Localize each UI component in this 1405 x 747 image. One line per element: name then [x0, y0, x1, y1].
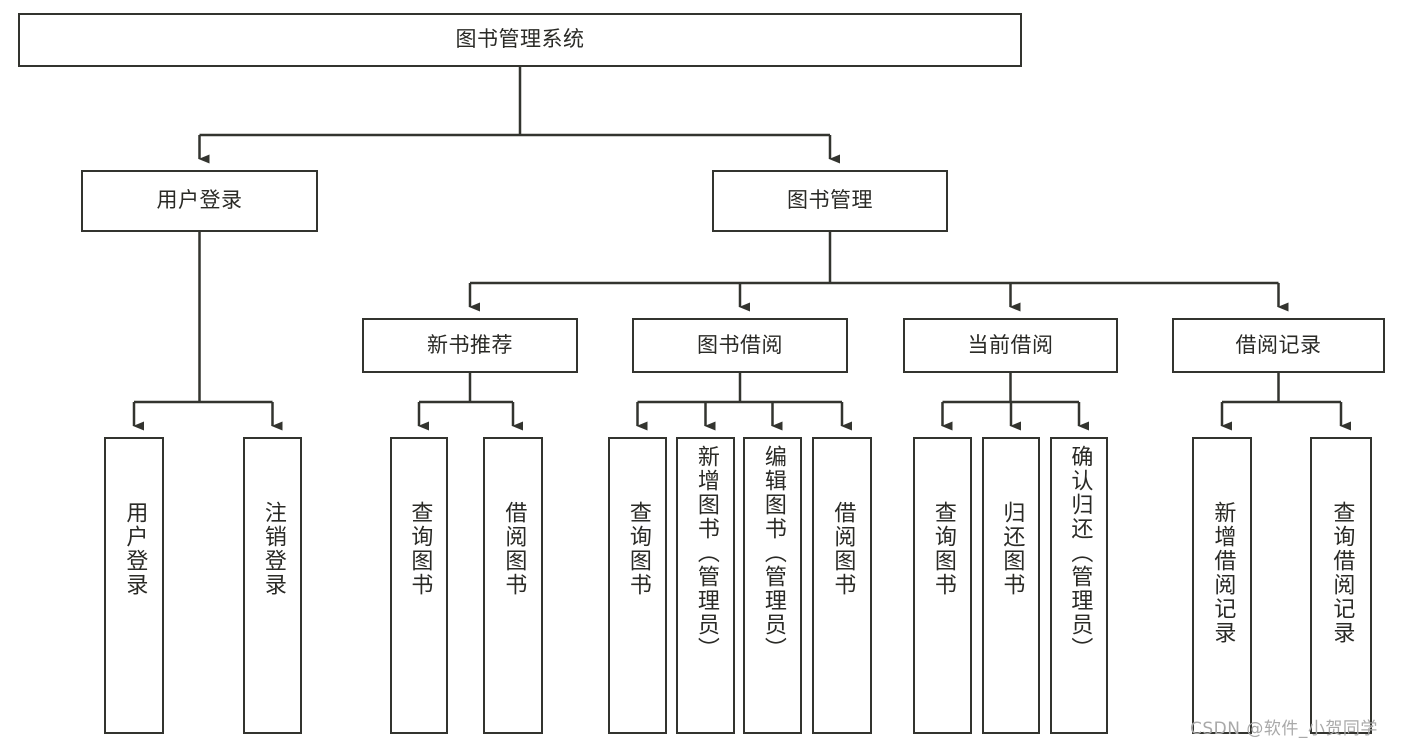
node-l-queryrec[interactable]: 查询借阅记录	[1310, 437, 1372, 734]
node-label: 借阅图书	[501, 501, 527, 597]
node-l-borrow1[interactable]: 借阅图书	[483, 437, 543, 734]
node-newbooks[interactable]: 新书推荐	[362, 318, 578, 373]
node-borrow[interactable]: 图书借阅	[632, 318, 848, 373]
node-login[interactable]: 用户登录	[81, 170, 318, 232]
node-l-confirm[interactable]: 确认归还（管理员）	[1050, 437, 1108, 734]
node-label: 归还图书	[999, 501, 1025, 597]
node-l-return[interactable]: 归还图书	[982, 437, 1040, 734]
node-label: 编辑图书（管理员）	[760, 445, 786, 661]
node-label: 新增借阅记录	[1210, 501, 1236, 645]
node-bookmgmt[interactable]: 图书管理	[712, 170, 948, 232]
node-label: 借阅记录	[1235, 332, 1322, 357]
node-label: 图书管理系统	[455, 27, 585, 52]
node-label: 当前借阅	[967, 332, 1054, 357]
node-root[interactable]: 图书管理系统	[18, 13, 1022, 67]
node-records[interactable]: 借阅记录	[1172, 318, 1385, 373]
node-l-edit[interactable]: 编辑图书（管理员）	[743, 437, 802, 734]
node-l-add[interactable]: 新增图书（管理员）	[676, 437, 735, 734]
node-label: 查询借阅记录	[1329, 501, 1355, 645]
node-label: 查询图书	[625, 501, 651, 597]
node-label: 确认归还（管理员）	[1067, 445, 1093, 661]
node-l-addrec[interactable]: 新增借阅记录	[1192, 437, 1252, 734]
node-l-query2[interactable]: 查询图书	[608, 437, 667, 734]
node-l-query3[interactable]: 查询图书	[913, 437, 972, 734]
node-l-logout[interactable]: 注销登录	[243, 437, 302, 734]
node-label: 图书借阅	[697, 332, 783, 357]
node-l-borrow2[interactable]: 借阅图书	[812, 437, 872, 734]
node-current[interactable]: 当前借阅	[903, 318, 1118, 373]
node-label: 用户登录	[122, 501, 148, 597]
node-l-query1[interactable]: 查询图书	[390, 437, 448, 734]
node-label: 查询图书	[407, 501, 433, 597]
node-l-login[interactable]: 用户登录	[104, 437, 164, 734]
node-label: 新增图书（管理员）	[693, 445, 719, 661]
node-label: 借阅图书	[830, 501, 856, 597]
watermark-text: CSDN @软件_小贺同学	[1190, 719, 1378, 739]
node-label: 查询图书	[930, 501, 956, 597]
node-label: 用户登录	[156, 188, 243, 213]
node-label: 注销登录	[260, 501, 286, 597]
node-label: 新书推荐	[427, 332, 513, 357]
node-label: 图书管理	[787, 188, 873, 213]
